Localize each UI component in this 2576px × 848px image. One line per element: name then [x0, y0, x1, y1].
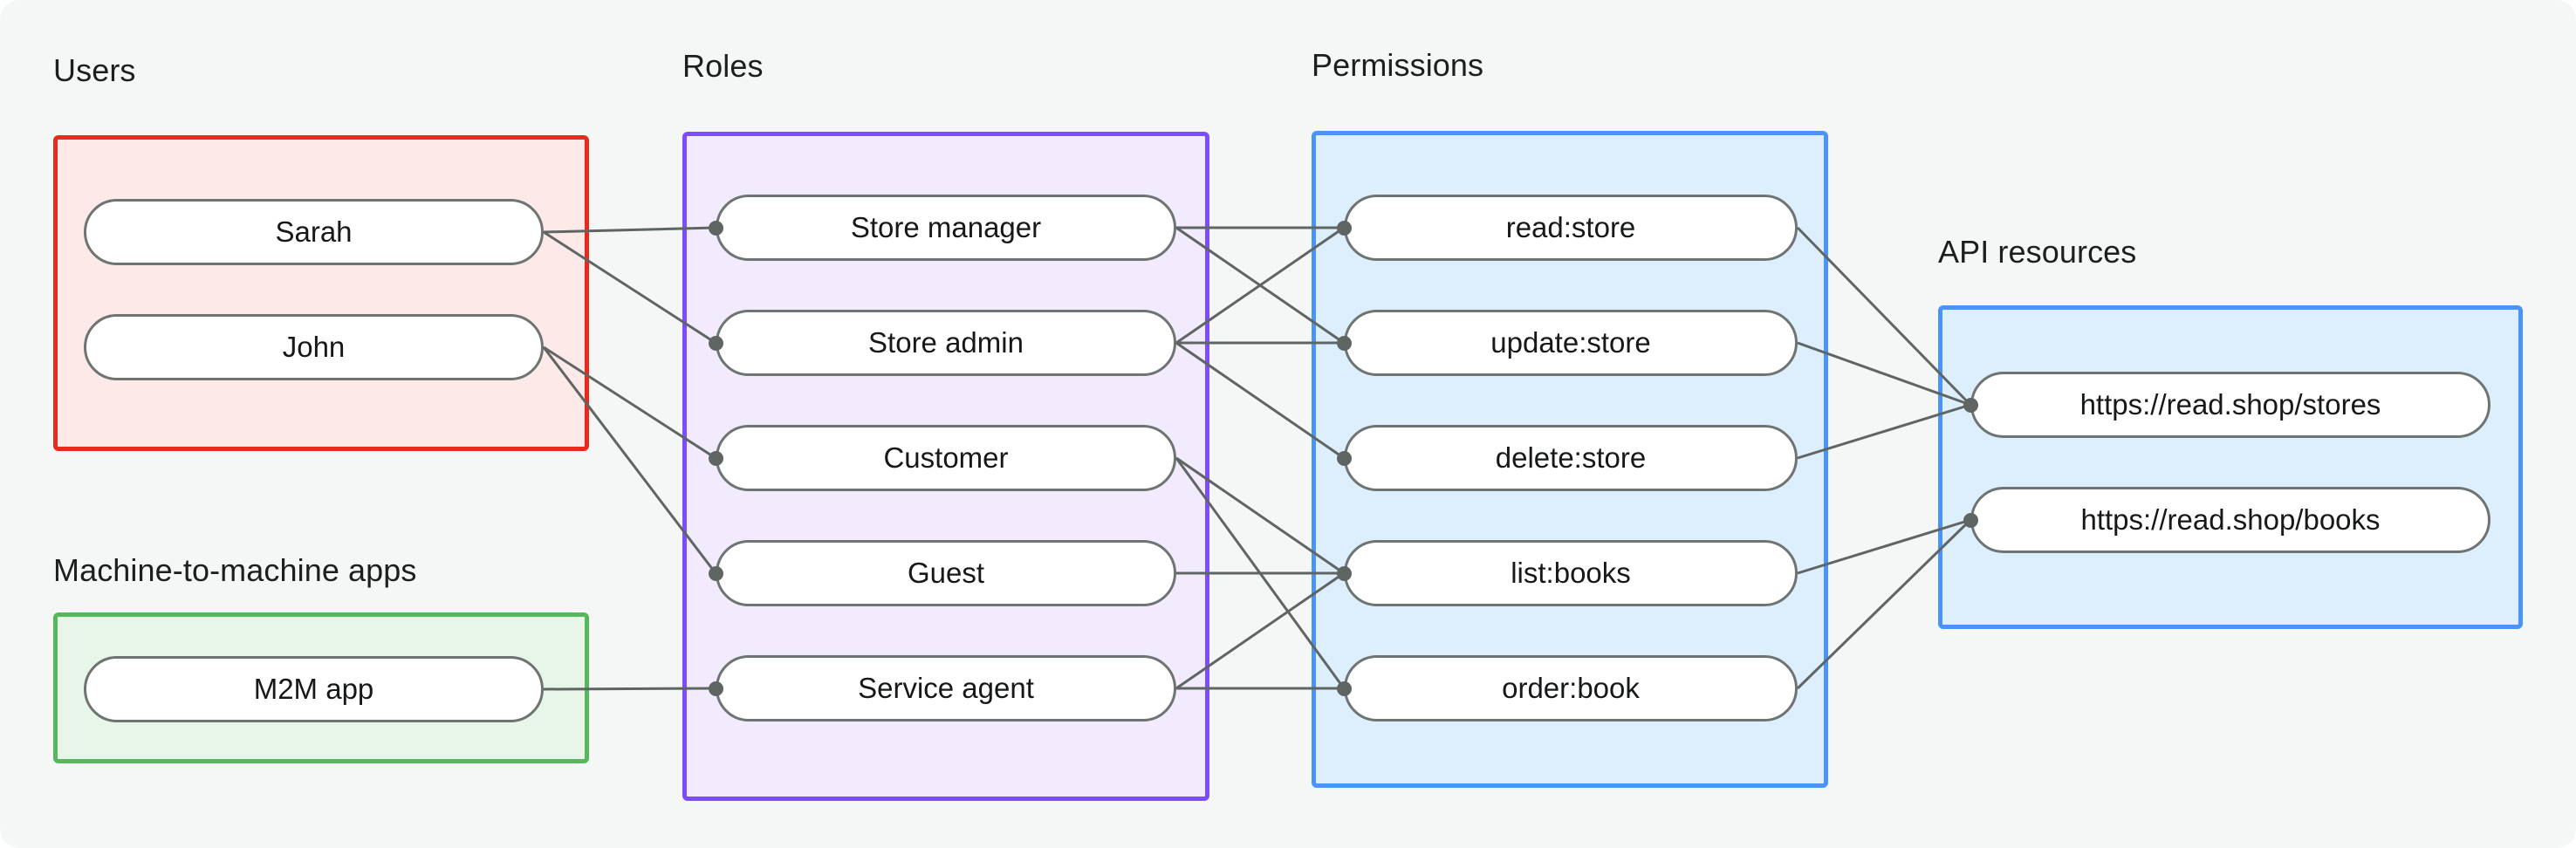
connection-endpoint-update-store	[1336, 335, 1352, 351]
connection-endpoint-order-book	[1336, 680, 1352, 696]
group-box-users	[53, 135, 589, 451]
connection-endpoint-delete-store	[1336, 450, 1352, 466]
permission-node-label: list:books	[1511, 557, 1631, 589]
api-resource-node-label: https://read.shop/stores	[2079, 388, 2381, 421]
user-node-label: Sarah	[275, 215, 353, 248]
role-node-label: Customer	[883, 441, 1009, 474]
api-resource-node-stores[interactable]: https://read.shop/stores	[1970, 372, 2490, 438]
permission-node-update-store[interactable]: update:store	[1344, 310, 1798, 376]
connection-endpoint-list-books	[1336, 565, 1352, 581]
group-title-users: Users	[53, 52, 136, 88]
connection-endpoint-store-manager	[708, 220, 723, 236]
role-node-store-admin[interactable]: Store admin	[716, 310, 1176, 376]
permission-node-label: read:store	[1505, 211, 1636, 243]
connection-endpoint-read-store	[1336, 220, 1352, 236]
connection-endpoint-store-admin	[708, 335, 723, 351]
group-title-api-resources: API resources	[1938, 234, 2137, 270]
permission-node-list-books[interactable]: list:books	[1344, 540, 1798, 606]
group-title-machine-to-machine-apps: Machine-to-machine apps	[53, 552, 417, 588]
user-node-john[interactable]: John	[84, 314, 544, 380]
user-node-label: John	[282, 331, 346, 363]
role-node-guest[interactable]: Guest	[716, 540, 1176, 606]
permission-node-delete-store[interactable]: delete:store	[1344, 425, 1798, 491]
connection-endpoint-service-agent	[708, 680, 723, 696]
api-resource-node-label: https://read.shop/books	[2080, 503, 2381, 536]
api-resource-node-books[interactable]: https://read.shop/books	[1970, 487, 2490, 553]
group-box-api-resources	[1938, 305, 2523, 629]
role-node-label: Store manager	[850, 211, 1042, 243]
connection-endpoint-customer	[708, 450, 723, 466]
permission-node-label: update:store	[1490, 326, 1651, 359]
role-node-store-manager[interactable]: Store manager	[716, 195, 1176, 261]
permission-node-label: delete:store	[1495, 441, 1647, 474]
m2m-app-node-label: M2M app	[253, 673, 374, 705]
connection-endpoint-books	[1963, 512, 1978, 528]
role-node-label: Guest	[907, 557, 985, 589]
m2m-app-node-m2m-app[interactable]: M2M app	[84, 656, 544, 722]
permission-node-order-book[interactable]: order:book	[1344, 655, 1798, 721]
role-node-label: Service agent	[858, 672, 1034, 704]
permission-node-label: order:book	[1502, 672, 1640, 704]
permission-node-read-store[interactable]: read:store	[1344, 195, 1798, 261]
connection-endpoint-stores	[1963, 397, 1978, 413]
role-node-label: Store admin	[868, 326, 1024, 359]
role-node-service-agent[interactable]: Service agent	[716, 655, 1176, 721]
role-node-customer[interactable]: Customer	[716, 425, 1176, 491]
user-node-sarah[interactable]: Sarah	[84, 199, 544, 265]
group-title-permissions: Permissions	[1312, 47, 1484, 83]
group-title-roles: Roles	[682, 48, 764, 84]
connection-endpoint-guest	[708, 565, 723, 581]
